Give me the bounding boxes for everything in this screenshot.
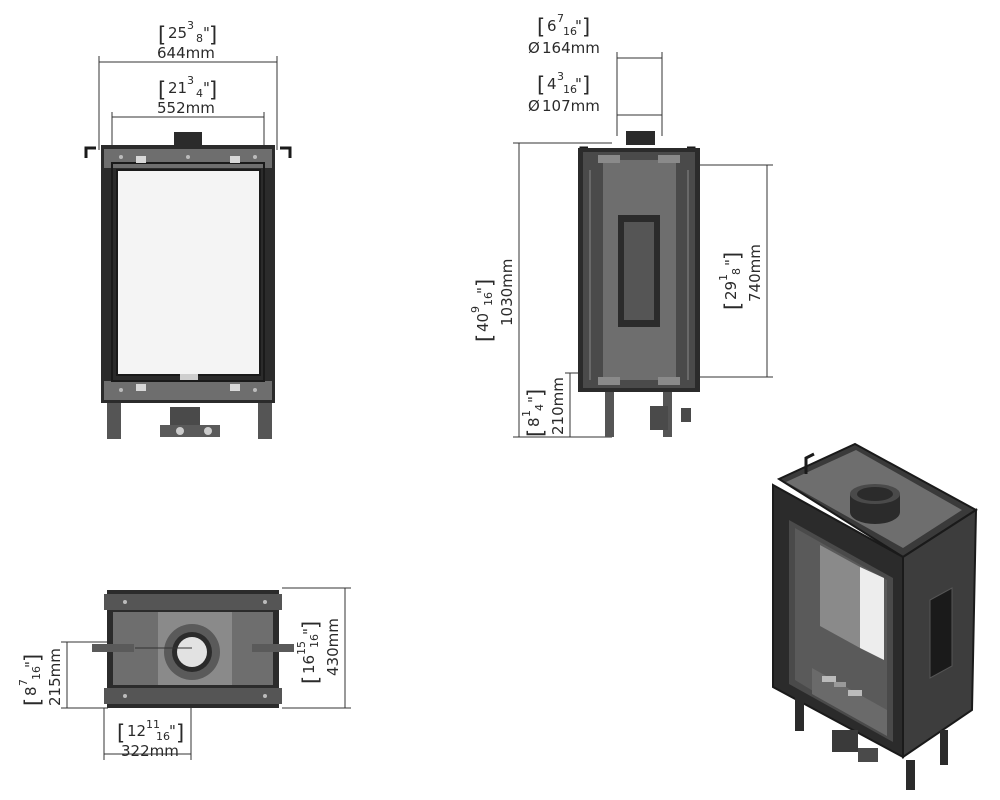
svg-text:[: [ — [524, 429, 548, 437]
flue-inner-mm: 107mm — [542, 97, 600, 115]
dim-overall-width: [ 25 3 8 " ] 644mm — [98, 19, 278, 150]
svg-text:]: ] — [176, 721, 184, 745]
dim-flue-offset: [ 8 7 16 " ] 215mm — [17, 641, 185, 709]
flue-offset-inch-den: 16 — [30, 666, 43, 680]
svg-text:": " — [169, 722, 176, 740]
leg-height-inch-den: 4 — [533, 404, 546, 411]
depth-inch-den: 16 — [308, 634, 321, 648]
svg-text:": " — [203, 24, 210, 42]
svg-text:[: [ — [299, 676, 323, 684]
inner-width-inch-whole: 21 — [168, 79, 187, 97]
svg-text:]: ] — [299, 621, 323, 629]
flue-center-inch-num: 11 — [146, 718, 160, 731]
svg-text:": " — [22, 661, 40, 668]
flue-center-inch-whole: 12 — [127, 722, 146, 740]
svg-text:": " — [575, 75, 582, 93]
dim-opening-height: [ 29 1 8 " ] 740mm — [700, 164, 773, 378]
dim-flue-center: [ 12 11 16 " ] 322mm — [103, 652, 192, 760]
svg-text:": " — [474, 287, 492, 294]
dim-inner-width: [ 21 3 4 " ] 552mm — [111, 74, 265, 150]
svg-text:[: [ — [21, 698, 45, 706]
opening-height-mm: 740mm — [746, 244, 764, 302]
leg-height-inch-whole: 8 — [525, 417, 543, 427]
total-height-inch-num: 9 — [469, 306, 482, 313]
total-height-inch-den: 16 — [482, 292, 495, 306]
flue-outer-symbol: Ø — [528, 39, 540, 57]
depth-inch-whole: 16 — [300, 655, 318, 674]
svg-text:[: [ — [537, 15, 545, 39]
flue-offset-inch-num: 7 — [17, 679, 30, 686]
inner-width-inch-num: 3 — [187, 74, 194, 87]
svg-text:]: ] — [524, 389, 548, 397]
svg-text:[: [ — [158, 78, 166, 102]
dim-leg-height: [ 8 1 4 " ] 210mm — [520, 372, 602, 437]
svg-text:": " — [575, 17, 582, 35]
flue-inner-inch-den: 16 — [563, 83, 577, 96]
svg-text:[: [ — [721, 302, 745, 310]
leg-height-mm: 210mm — [549, 377, 567, 435]
overall-width-inch-den: 8 — [196, 32, 203, 45]
svg-text:]: ] — [209, 23, 217, 47]
flue-offset-mm: 215mm — [46, 648, 64, 706]
top-view: [ 8 7 16 " ] 215mm [ 16 15 16 " ] 430mm — [17, 587, 351, 760]
flue-inner-symbol: Ø — [528, 97, 540, 115]
total-height-inch-whole: 40 — [474, 313, 492, 332]
svg-text:": " — [525, 396, 543, 403]
opening-height-inch-num: 1 — [717, 274, 730, 281]
svg-text:[: [ — [158, 23, 166, 47]
svg-text:]: ] — [209, 78, 217, 102]
flue-outer-inch-num: 7 — [557, 12, 564, 25]
dim-depth: [ 16 15 16 " ] 430mm — [282, 587, 351, 709]
svg-text:": " — [203, 79, 210, 97]
opening-height-inch-den: 8 — [730, 268, 743, 275]
flue-inner-inch-whole: 4 — [547, 75, 557, 93]
svg-text:[: [ — [473, 334, 497, 342]
dim-flue-outer: [ 6 7 16 " ] Ø 164mm — [528, 12, 663, 136]
opening-height-inch-whole: 29 — [722, 281, 740, 300]
inner-width-mm: 552mm — [157, 99, 215, 117]
flue-center-inch-den: 16 — [156, 730, 170, 743]
total-height-mm: 1030mm — [498, 259, 516, 326]
flue-outer-inch-den: 16 — [563, 25, 577, 38]
front-view: [ 25 3 8 " ] 644mm [ 21 3 4 " ] 552mm — [84, 19, 292, 439]
svg-text:]: ] — [582, 73, 590, 97]
svg-text:]: ] — [21, 654, 45, 662]
svg-text:": " — [300, 628, 318, 635]
svg-text:[: [ — [117, 721, 125, 745]
overall-width-inch-num: 3 — [187, 19, 194, 32]
depth-mm: 430mm — [324, 618, 342, 676]
flue-outer-inch-whole: 6 — [547, 17, 557, 35]
dim-total-height: [ 40 9 16 " ] 1030mm — [469, 142, 612, 438]
svg-text:]: ] — [582, 15, 590, 39]
svg-text:": " — [722, 259, 740, 266]
depth-inch-num: 15 — [295, 641, 308, 655]
svg-text:[: [ — [537, 73, 545, 97]
leg-height-inch-num: 1 — [520, 410, 533, 417]
dim-flue-inner: [ 4 3 16 " ] Ø 107mm — [528, 70, 662, 116]
svg-text:]: ] — [473, 279, 497, 287]
overall-width-mm: 644mm — [157, 44, 215, 62]
overall-width-inch-whole: 25 — [168, 24, 187, 42]
flue-inner-inch-num: 3 — [557, 70, 564, 83]
flue-center-mm: 322mm — [121, 742, 179, 760]
side-view: [ 6 7 16 " ] Ø 164mm [ 4 3 16 " ] Ø 107m… — [469, 12, 773, 438]
isometric-view — [772, 442, 978, 790]
flue-outer-mm: 164mm — [542, 39, 600, 57]
svg-text:]: ] — [721, 252, 745, 260]
inner-width-inch-den: 4 — [196, 87, 203, 100]
flue-offset-inch-whole: 8 — [22, 686, 40, 696]
